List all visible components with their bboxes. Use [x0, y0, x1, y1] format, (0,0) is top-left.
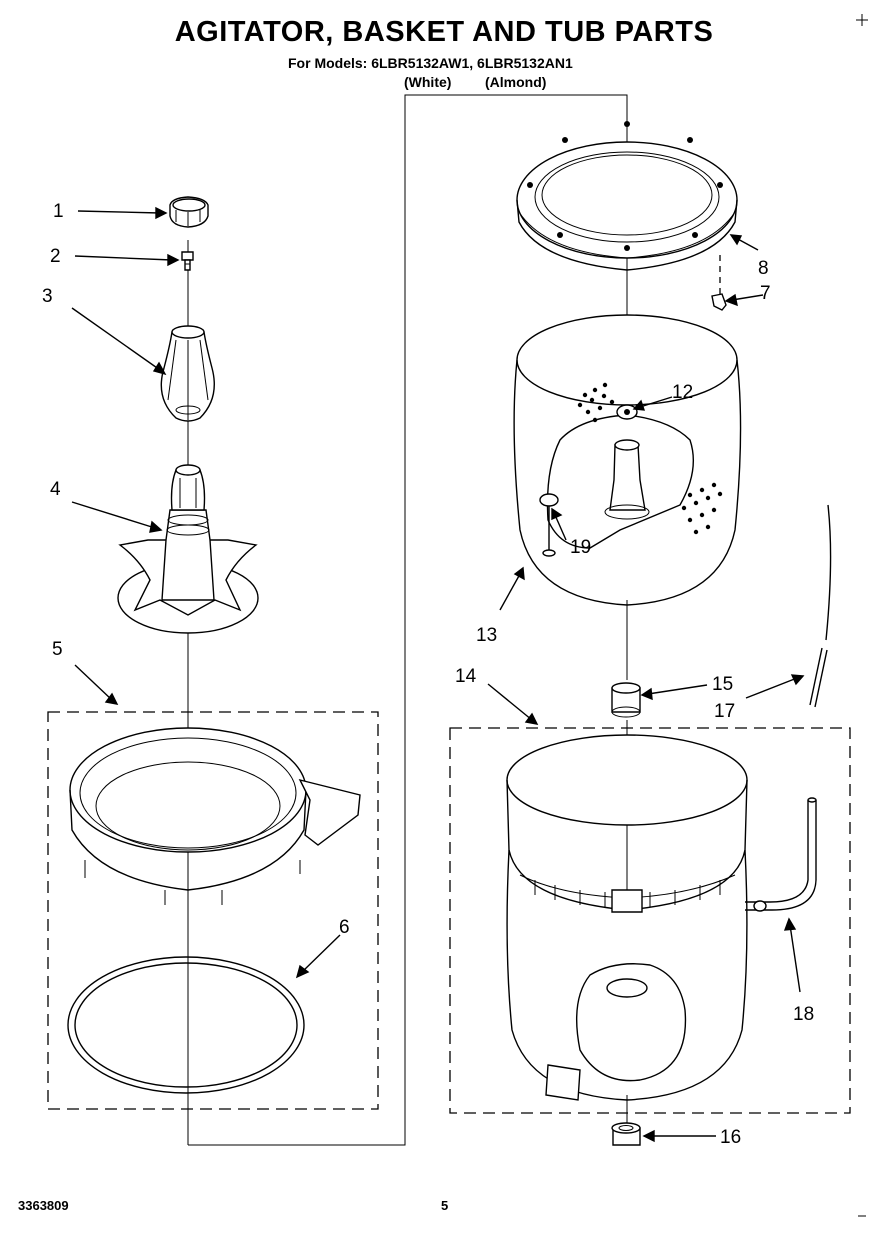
label-1: 1 [53, 201, 64, 222]
basket-nut [616, 404, 638, 420]
label-16: 16 [720, 1127, 741, 1148]
clip [711, 293, 727, 311]
label-13: 13 [476, 625, 497, 646]
label-14: 14 [455, 666, 477, 687]
label-2: 2 [50, 246, 61, 267]
label-7: 7 [760, 283, 771, 304]
agitator-bolt [181, 251, 194, 271]
label-8: 8 [758, 258, 769, 279]
tub-ring-seal [67, 956, 305, 1094]
outer-tub [506, 734, 748, 1101]
document-number: 3363809 [18, 1198, 69, 1213]
label-15: 15 [712, 674, 733, 695]
tub-bearing [611, 682, 641, 718]
drain-plug [539, 493, 559, 557]
label-4: 4 [50, 479, 61, 500]
leader-arrows [71, 206, 805, 1143]
basket-balance-ring [516, 121, 738, 271]
agitator-barrel [160, 325, 215, 422]
label-17: 17 [714, 701, 735, 722]
part-labels: 1 2 3 4 5 6 7 8 12 13 14 15 16 17 18 19 [42, 201, 814, 1148]
group-box-5 [47, 711, 379, 1110]
tub-hose [745, 797, 817, 912]
label-19: 19 [570, 537, 591, 558]
label-12: 12 [672, 382, 693, 403]
tub-seal [611, 1122, 641, 1146]
variant-white: (White) [404, 74, 452, 90]
tub-ring [69, 727, 361, 905]
variant-almond: (Almond) [485, 74, 547, 90]
label-6: 6 [339, 917, 350, 938]
label-3: 3 [42, 286, 53, 307]
wash-basket [513, 314, 742, 606]
hose [809, 504, 832, 708]
group-box-14 [449, 727, 851, 1114]
label-18: 18 [793, 1004, 814, 1025]
basket-perforations [577, 382, 723, 535]
label-5: 5 [52, 639, 63, 660]
page-number: 5 [441, 1198, 449, 1213]
models-line: For Models: 6LBR5132AW1, 6LBR5132AN1 [288, 55, 573, 71]
corner-mark [856, 14, 868, 1217]
page-title: AGITATOR, BASKET AND TUB PARTS [174, 16, 714, 48]
agitator-base [117, 464, 259, 634]
agitator-cap [169, 196, 209, 228]
